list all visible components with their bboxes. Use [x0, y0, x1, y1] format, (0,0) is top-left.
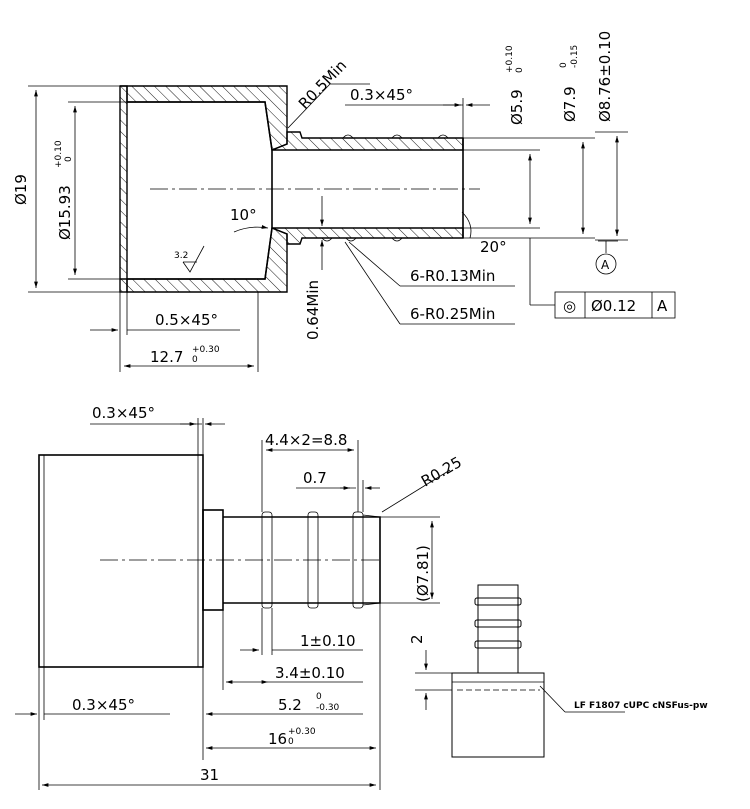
dim-len-16: 16: [268, 730, 287, 748]
dim-dia-15-93-tol-upper: +0.10: [54, 140, 64, 168]
dim-chamfer-03-elev-top: 0.3×45°: [92, 404, 155, 422]
body-wall-top: [120, 85, 288, 151]
marking-view: 2 LF F1807 cUPC cNSFus-pw: [408, 584, 708, 758]
roughness-value: 3.2: [174, 251, 188, 261]
mini-barbs: [474, 597, 522, 649]
dim-dia-7-9-tol-upper: 0: [559, 62, 569, 68]
dim-len-16-tol-lower: 0: [288, 737, 294, 747]
section-view: Ø19 Ø15.93 +0.10 0 R0.5Min 0.3×45° Ø5.9 …: [12, 31, 676, 372]
dim-r013: 6-R0.13Min: [410, 267, 495, 285]
dim-2: 2: [408, 634, 426, 644]
dim-len-12-7: 12.7: [150, 348, 183, 366]
dim-len-5-2-tol-lower: -0.30: [316, 703, 340, 713]
fcf-datum: A: [657, 297, 668, 315]
dim-pitch: 4.4×2=8.8: [265, 431, 347, 449]
datum-a-label: A: [601, 258, 610, 272]
marking-text: LF F1807 cUPC cNSFus-pw: [574, 701, 708, 711]
stem-wall-top: [271, 131, 464, 151]
dim-064-min: 0.64Min: [304, 280, 322, 340]
dim-r05-min: R0.5Min: [295, 56, 350, 112]
dim-len-5-2: 5.2: [278, 696, 302, 714]
fcf-symbol: ◎: [563, 297, 576, 315]
dim-dia-8-76: Ø8.76±0.10: [596, 31, 614, 122]
dim-dia-7-9: Ø7.9: [561, 86, 579, 122]
elevation-view: 0.3×45° 4.4×2=8.8 0.7 R0.25 (Ø7.81) 1±0.…: [15, 404, 465, 790]
dim-chamfer-03-top: 0.3×45°: [350, 86, 413, 104]
dim-len-3-4: 3.4±0.10: [275, 664, 345, 682]
dim-chamfer-05: 0.5×45°: [155, 311, 218, 329]
stem-wall-bottom: [271, 227, 464, 245]
body-wall-bottom: [120, 227, 288, 293]
fcf-tolerance: Ø0.12: [591, 297, 636, 315]
dim-r025: 6-R0.25Min: [410, 305, 495, 323]
roughness-symbol: [182, 245, 205, 273]
dim-r025-elev: R0.25: [418, 453, 465, 491]
dim-dia-15-93: Ø15.93: [56, 185, 74, 240]
dim-len-12-7-tol-upper: +0.30: [192, 345, 220, 355]
dim-len-1: 1±0.10: [300, 632, 356, 650]
dim-chamfer-03-elev-bottom: 0.3×45°: [72, 696, 135, 714]
feature-control-frame: ◎ Ø0.12 A: [554, 291, 676, 319]
barbs-top: [342, 134, 449, 139]
dim-dia-7-81: (Ø7.81): [414, 545, 432, 602]
dim-dia-5-9: Ø5.9: [508, 89, 526, 125]
dim-len-31: 31: [200, 766, 219, 784]
dim-angle-20: 20°: [480, 238, 507, 256]
dim-dia-7-9-tol-lower: -0.15: [570, 45, 580, 68]
dim-angle-10: 10°: [230, 206, 257, 224]
datum-a-bubble: [595, 253, 617, 275]
dim-len-16-tol-upper: +0.30: [288, 727, 316, 737]
elev-body: [38, 454, 204, 668]
body-bore: [127, 101, 273, 280]
body-wall-left: [119, 85, 128, 293]
mini-body: [451, 672, 545, 758]
barbs-bottom: [321, 237, 403, 242]
dim-len-12-7-tol-lower: 0: [192, 355, 198, 365]
dim-len-07: 0.7: [303, 469, 327, 487]
dim-dia-15-93-tol-lower: 0: [64, 156, 74, 162]
dim-dia-5-9-tol-upper: +0.10: [505, 45, 515, 73]
dim-dia-5-9-tol-lower: 0: [515, 67, 525, 73]
dim-len-5-2-tol-upper: 0: [316, 692, 322, 702]
dim-dia-19: Ø19: [12, 174, 30, 205]
